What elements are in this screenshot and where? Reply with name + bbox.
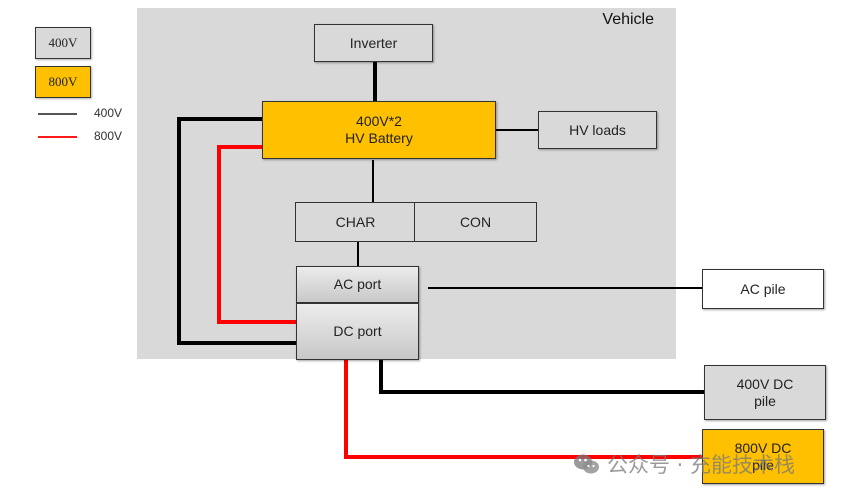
- legend-box-800v: 800V: [35, 66, 91, 98]
- legend-line-800v-label: 800V: [94, 129, 123, 143]
- con-box: CON: [414, 202, 537, 242]
- ac-pile-label: AC pile: [740, 280, 786, 297]
- legend-box-400v: 400V: [35, 27, 91, 59]
- hv-loads-label: HV loads: [569, 121, 626, 138]
- wire-battery-dcport-800v: [217, 145, 296, 324]
- ac-port-label: AC port: [333, 276, 382, 292]
- char-label: CHAR: [335, 213, 376, 230]
- dc-port-box: DC port: [296, 303, 419, 360]
- inverter-box: Inverter: [314, 24, 433, 62]
- dc-pile-800v-line2: pile: [752, 456, 774, 473]
- hv-battery-box: 400V*2 HV Battery: [262, 101, 496, 159]
- dc-pile-800v-line1: 800V DC: [734, 439, 792, 456]
- watermark: 公众号 · 充能技术栈: [573, 449, 795, 479]
- dc-pile-400v-line1: 400V DC: [736, 375, 794, 392]
- wire-dcport-800vpile: [344, 360, 704, 459]
- wire-battery-dcport-400v: [177, 117, 296, 345]
- dc-port-label: DC port: [333, 323, 382, 339]
- wechat-icon: [573, 453, 601, 475]
- con-label: CON: [459, 213, 492, 230]
- hv-loads-box: HV loads: [538, 111, 657, 149]
- dc-pile-400v-line2: pile: [754, 392, 776, 409]
- battery-voltage-label: 400V*2: [356, 113, 402, 129]
- ac-port-box: AC port: [296, 266, 419, 303]
- battery-name-label: HV Battery: [345, 130, 413, 146]
- dc-pile-800v-box: 800V DC pile: [702, 429, 824, 484]
- ac-pile-box: AC pile: [702, 269, 824, 309]
- char-box: CHAR: [295, 202, 416, 242]
- watermark-text: 公众号 · 充能技术栈: [607, 453, 796, 477]
- vehicle-label: Vehicle: [602, 11, 654, 28]
- wire-dcport-400vpile: [379, 360, 704, 394]
- dc-pile-400v-box: 400V DC pile: [704, 365, 826, 420]
- legend-line-400v-label: 400V: [94, 106, 123, 120]
- inverter-label: Inverter: [349, 34, 398, 51]
